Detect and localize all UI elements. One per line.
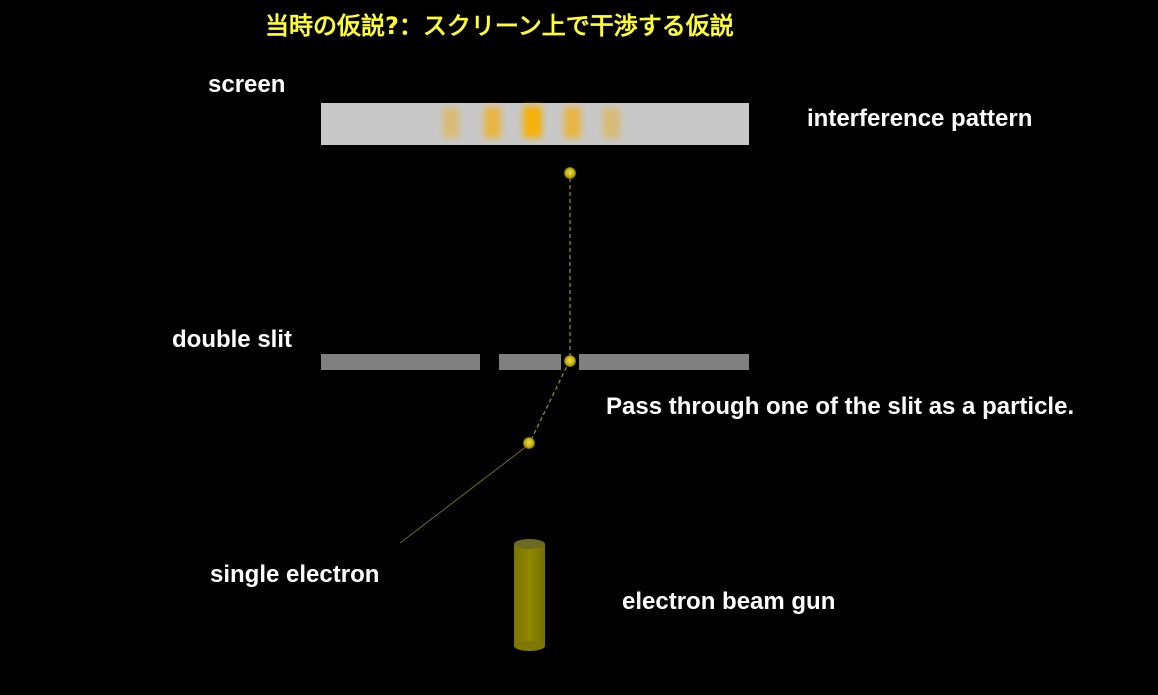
- fringe: [564, 107, 581, 138]
- single-electron-pointer: [399, 445, 528, 544]
- electron-beam-gun: [514, 539, 545, 651]
- slit-barrier-left: [321, 354, 480, 370]
- single-electron-label: single electron: [210, 561, 380, 588]
- gun-top: [514, 539, 545, 549]
- pass-through-label: Pass through one of the slit as a partic…: [606, 393, 1075, 420]
- electron-path-to-slit: [530, 365, 568, 441]
- electron-at-slit: [564, 355, 576, 367]
- gun-body: [514, 544, 545, 646]
- gun-bottom: [514, 641, 545, 651]
- slit-barrier-middle: [499, 354, 561, 370]
- slit-barrier-right: [579, 354, 749, 370]
- diagram-title: 当時の仮説?：スクリーン上で干渉する仮説: [265, 12, 734, 40]
- fringe: [603, 108, 620, 138]
- electron-beam-gun-label: electron beam gun: [622, 588, 836, 615]
- double-slit-label: double slit: [172, 326, 292, 353]
- interference-pattern-label: interference pattern: [807, 105, 1033, 132]
- electron-single: [523, 437, 535, 449]
- electron-at-screen: [564, 167, 576, 179]
- fringe: [484, 107, 501, 138]
- fringe: [443, 108, 459, 138]
- screen-label: screen: [208, 71, 286, 98]
- interference-fringes: [443, 106, 620, 138]
- fringe: [523, 106, 542, 138]
